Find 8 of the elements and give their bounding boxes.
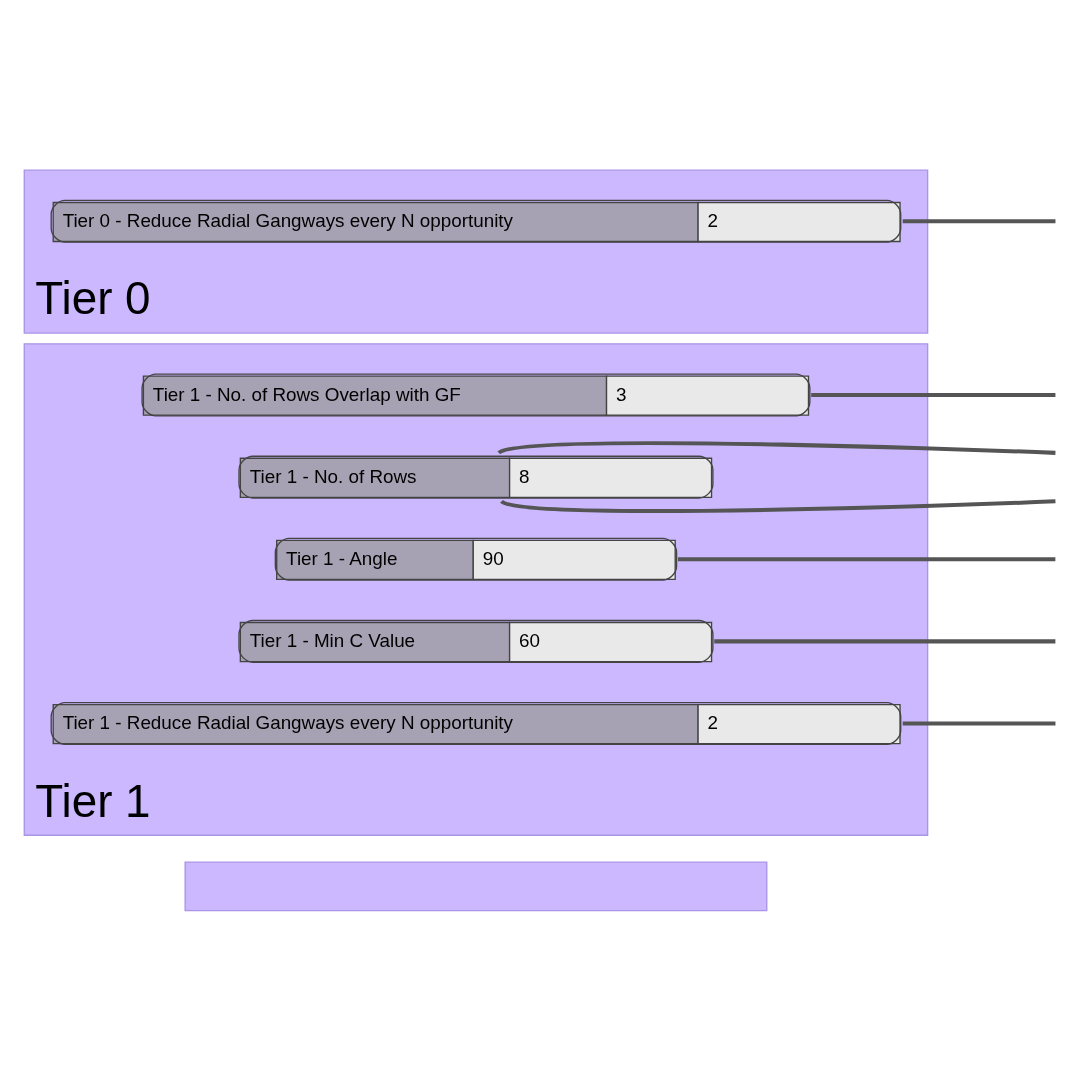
- node-box: [184, 861, 768, 912]
- connector: [902, 219, 1056, 224]
- connector: [498, 441, 1056, 455]
- connector: [500, 499, 1056, 514]
- connector: [902, 721, 1056, 726]
- connector: [714, 639, 1056, 644]
- connector: [677, 557, 1056, 562]
- connector: [811, 392, 1056, 397]
